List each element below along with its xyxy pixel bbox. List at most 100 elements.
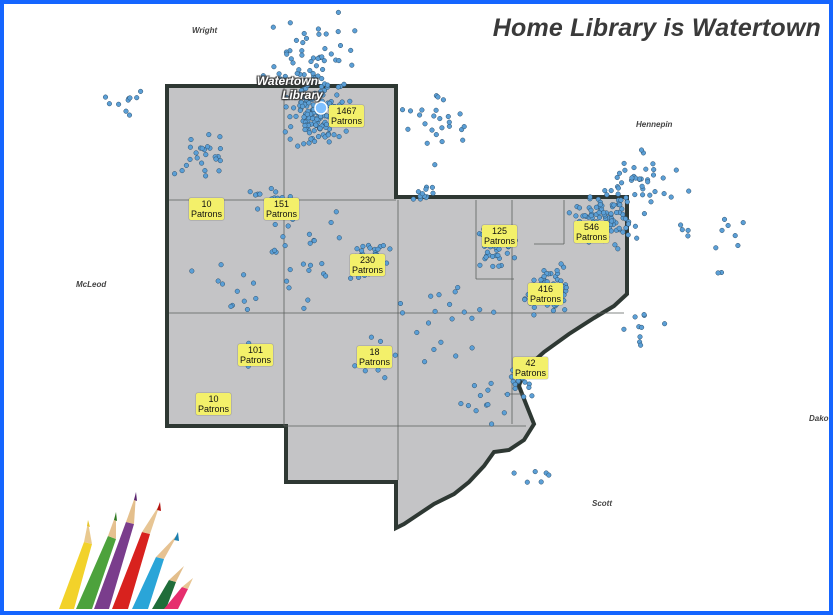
- patron-dot: [485, 402, 491, 408]
- patron-dot: [588, 213, 594, 219]
- patron-dot: [713, 245, 719, 251]
- patron-dot: [562, 307, 568, 313]
- patron-dot: [415, 189, 421, 195]
- patron-dot: [414, 329, 420, 336]
- patron-dot: [638, 147, 645, 153]
- patron-dot: [596, 209, 602, 216]
- patron-dot: [685, 227, 691, 233]
- patron-dot: [286, 285, 292, 291]
- patron-dot: [250, 280, 257, 286]
- library-marker-icon[interactable]: [314, 101, 328, 115]
- patron-dot: [336, 134, 342, 140]
- patron-dot: [241, 298, 247, 304]
- patron-dot: [597, 202, 603, 208]
- cluster-label[interactable]: 18 Patrons: [357, 346, 393, 368]
- cluster-label[interactable]: 42 Patrons: [513, 357, 549, 379]
- cluster-label[interactable]: 10 Patrons: [189, 198, 225, 220]
- patron-dot: [531, 304, 537, 310]
- patron-dot: [477, 392, 483, 399]
- cluster-label[interactable]: 230 Patrons: [350, 254, 386, 276]
- patron-dot: [449, 316, 455, 322]
- patron-dot: [298, 79, 304, 85]
- patron-dot: [307, 262, 314, 268]
- patron-dot: [228, 303, 234, 309]
- patron-dot: [339, 99, 345, 105]
- patron-dot: [471, 383, 477, 389]
- patron-dot: [183, 162, 189, 168]
- patron-dot: [319, 54, 325, 60]
- patron-dot: [325, 82, 331, 88]
- patron-dot: [271, 64, 277, 70]
- patron-dot: [650, 161, 656, 167]
- patron-dot: [485, 387, 491, 393]
- patron-dot: [524, 479, 530, 485]
- patron-dot: [375, 367, 381, 373]
- patron-dot: [623, 225, 629, 231]
- patron-dot: [312, 90, 318, 96]
- patron-dot: [576, 205, 583, 211]
- patron-dot: [431, 346, 437, 353]
- patron-dot: [650, 172, 657, 178]
- patron-dot: [465, 403, 471, 409]
- patron-dot: [257, 191, 263, 197]
- patron-dot: [477, 307, 483, 313]
- patron-dot: [297, 107, 303, 113]
- patron-dot: [522, 379, 528, 385]
- patron-dot: [321, 58, 327, 64]
- patron-dot: [469, 345, 475, 351]
- patron-dot: [328, 219, 334, 226]
- patron-dot: [405, 126, 411, 132]
- patron-dot: [289, 78, 295, 85]
- patron-dot: [422, 121, 428, 127]
- patron-dot: [315, 73, 321, 79]
- cluster-label[interactable]: 101 Patrons: [238, 344, 274, 366]
- cluster-label[interactable]: 151 Patrons: [264, 198, 300, 220]
- cluster-label[interactable]: 546 Patrons: [574, 221, 610, 243]
- patron-dot: [331, 132, 337, 138]
- patron-dot: [311, 238, 317, 244]
- cluster-label[interactable]: 10 Patrons: [196, 393, 232, 415]
- cluster-label[interactable]: 1467 Patrons: [329, 105, 365, 127]
- patron-dot: [271, 247, 278, 253]
- patron-dot: [204, 144, 211, 150]
- patron-dot: [483, 254, 489, 260]
- patron-dot: [359, 248, 365, 254]
- patron-dot: [302, 127, 308, 133]
- patron-dot: [304, 111, 310, 117]
- patron-dot: [422, 359, 428, 365]
- patron-dot: [620, 229, 626, 235]
- patron-dot: [335, 29, 341, 35]
- patron-dot: [616, 225, 622, 231]
- patron-dot: [188, 136, 194, 143]
- patron-dot: [322, 46, 328, 52]
- patron-dot: [299, 87, 305, 94]
- patron-dot: [425, 320, 432, 326]
- patron-dot: [460, 137, 466, 143]
- patron-dot: [668, 194, 674, 200]
- patron-dot: [219, 281, 226, 287]
- patron-dot: [461, 309, 467, 315]
- cluster-unit: Patrons: [530, 294, 562, 304]
- patron-dot: [138, 88, 144, 94]
- patron-dot: [573, 213, 579, 219]
- patron-dot: [501, 410, 507, 416]
- patron-dot: [272, 221, 278, 228]
- patron-dot: [287, 136, 293, 142]
- region-label-wright: Wright: [192, 26, 218, 35]
- patron-dot: [387, 246, 393, 252]
- patron-dot: [218, 262, 224, 268]
- cluster-label[interactable]: 125 Patrons: [482, 225, 518, 247]
- patron-dot: [490, 253, 496, 260]
- patron-dot: [354, 246, 360, 252]
- patron-dot: [632, 192, 638, 198]
- cluster-label[interactable]: 416 Patrons: [528, 283, 564, 305]
- patron-dot: [615, 191, 621, 197]
- patron-dot: [639, 324, 645, 330]
- patron-dot: [360, 243, 366, 249]
- patron-dot: [423, 186, 429, 192]
- patron-dot: [686, 188, 692, 194]
- patron-dot: [298, 93, 304, 99]
- patron-dot: [624, 199, 630, 205]
- patron-dot: [652, 189, 658, 195]
- cluster-unit: Patrons: [359, 357, 391, 367]
